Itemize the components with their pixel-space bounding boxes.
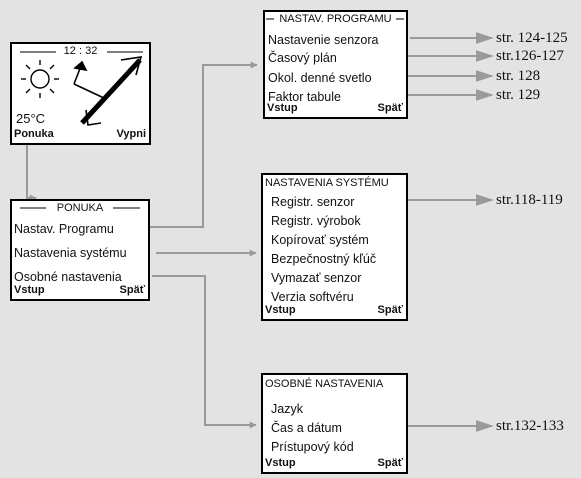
program-item-daylight[interactable]: Okol. denné svetlo — [268, 71, 372, 85]
home-screen: 12 : 32 25°C Ponuka Vypni — [10, 42, 151, 145]
connector-menu-to-program — [150, 61, 258, 228]
menu-panel: PONUKA Nastav. Programu Nastavenia systé… — [10, 199, 150, 301]
menu-softkey[interactable]: Ponuka — [14, 128, 54, 140]
back-softkey[interactable]: Späť — [377, 304, 403, 316]
program-title-rule — [266, 18, 404, 20]
menu-item-program[interactable]: Nastav. Programu — [14, 222, 114, 236]
system-item-security-key[interactable]: Bezpečnostný kľúč — [271, 252, 377, 266]
sunlight-arrow-icon — [73, 60, 107, 100]
personal-item-date-time[interactable]: Čas a dátum — [271, 421, 342, 435]
program-item-schedule[interactable]: Časový plán — [268, 51, 337, 65]
system-item-delete-sensor[interactable]: Vymazať senzor — [271, 271, 362, 285]
back-softkey[interactable]: Späť — [377, 102, 403, 114]
personal-title: OSOBNÉ NASTAVENIA — [265, 378, 384, 390]
back-softkey[interactable]: Späť — [119, 284, 145, 296]
connector-menu-to-personal — [152, 275, 257, 429]
system-item-register-product[interactable]: Registr. výrobok — [271, 214, 361, 228]
enter-softkey[interactable]: Vstup — [14, 284, 45, 296]
ref-daylight-pages: str. 128 — [496, 68, 541, 84]
enter-softkey[interactable]: Vstup — [267, 102, 298, 114]
ref-schedule-pages: str.126-127 — [496, 48, 564, 64]
program-title: NASTAV. PROGRAMU — [279, 13, 392, 25]
ref-datetime-pages: str.132-133 — [496, 418, 564, 434]
menu-title-rule — [20, 207, 140, 209]
menu-item-system[interactable]: Nastavenia systému — [14, 246, 127, 260]
program-item-factor[interactable]: Faktor tabule — [268, 90, 341, 104]
back-softkey[interactable]: Späť — [377, 457, 403, 469]
system-title: NASTAVENIA SYSTÉMU — [265, 177, 389, 189]
off-softkey[interactable]: Vypni — [116, 128, 146, 140]
clock-display: 12 : 32 — [63, 45, 98, 57]
system-item-copy-system[interactable]: Kopírovať systém — [271, 233, 369, 247]
connector-screen-to-menu — [26, 144, 37, 202]
system-item-software-version[interactable]: Verzia softvéru — [271, 290, 354, 304]
program-settings-panel: NASTAV. PROGRAMU Nastavenie senzora Časo… — [263, 10, 408, 119]
ref-register-pages: str.118-119 — [496, 192, 563, 208]
personal-item-access-code[interactable]: Prístupový kód — [271, 440, 354, 454]
menu-item-personal[interactable]: Osobné nastavenia — [14, 270, 122, 284]
ref-sensor-pages: str. 124-125 — [496, 30, 568, 46]
personal-settings-panel: OSOBNÉ NASTAVENIA Jazyk Čas a dátum Prís… — [261, 373, 408, 474]
program-item-sensor[interactable]: Nastavenie senzora — [268, 33, 379, 47]
system-settings-panel: NASTAVENIA SYSTÉMU Registr. senzor Regis… — [261, 173, 408, 321]
window-blind-icon — [80, 56, 143, 126]
personal-item-language[interactable]: Jazyk — [271, 402, 303, 416]
enter-softkey[interactable]: Vstup — [265, 304, 296, 316]
menu-title: PONUKA — [56, 202, 104, 214]
system-item-register-sensor[interactable]: Registr. senzor — [271, 195, 355, 209]
temperature-readout: 25°C — [16, 111, 46, 126]
ref-factor-pages: str. 129 — [496, 87, 541, 103]
sun-icon — [21, 60, 59, 98]
home-screen-graphics — [20, 51, 143, 126]
enter-softkey[interactable]: Vstup — [265, 457, 296, 469]
